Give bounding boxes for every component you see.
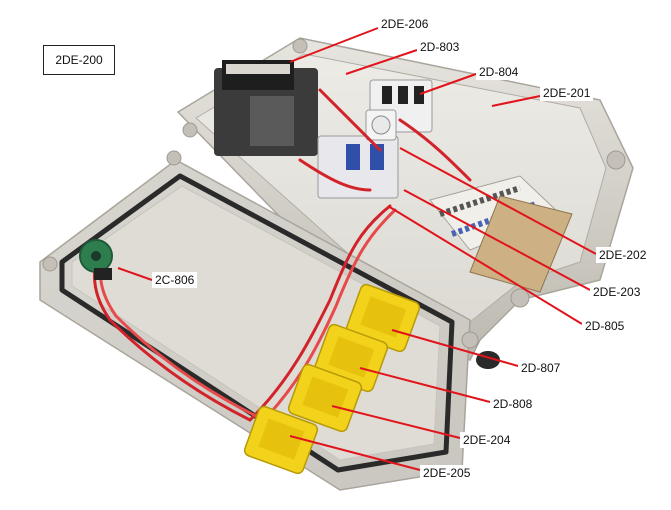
callout-label-2DE-205: 2DE-205 <box>420 465 474 481</box>
callout-label-2D-805: 2D-805 <box>582 318 628 334</box>
perfboard <box>469 195 573 293</box>
wire-loom <box>93 88 472 428</box>
callout-label-2D-803: 2D-803 <box>417 39 463 55</box>
callout-label-2C-806: 2C-806 <box>152 272 198 288</box>
callout-label-2DE-202: 2DE-202 <box>596 247 650 263</box>
leader-2DE-201 <box>491 95 541 107</box>
leader-2C-806 <box>117 267 153 281</box>
callout-label-2D-807: 2D-807 <box>518 360 564 376</box>
callout-label-2D-804: 2D-804 <box>476 64 522 80</box>
leader-2DE-204 <box>331 405 461 439</box>
figure-title-code: 2DE-200 <box>43 45 115 75</box>
callout-label-2DE-203: 2DE-203 <box>590 284 644 300</box>
yellow-terminal-blocks <box>243 283 421 475</box>
green-gland <box>79 239 113 280</box>
leader-2DE-202 <box>399 147 597 255</box>
leader-2D-803 <box>345 49 418 75</box>
leader-2DE-203 <box>403 189 591 291</box>
leader-2D-805 <box>387 205 583 325</box>
callout-lines <box>117 27 597 471</box>
leader-2D-807 <box>391 329 519 367</box>
callout-label-2DE-204: 2DE-204 <box>460 432 514 448</box>
callout-label-2DE-206: 2DE-206 <box>378 16 432 32</box>
transformer <box>214 60 318 156</box>
leader-2DE-205 <box>289 435 421 471</box>
leader-2DE-206 <box>289 27 379 63</box>
callout-label-2D-808: 2D-808 <box>490 396 536 412</box>
leader-2D-808 <box>359 367 491 403</box>
leader-2D-804 <box>419 73 477 95</box>
callout-label-2DE-201: 2DE-201 <box>540 85 594 101</box>
